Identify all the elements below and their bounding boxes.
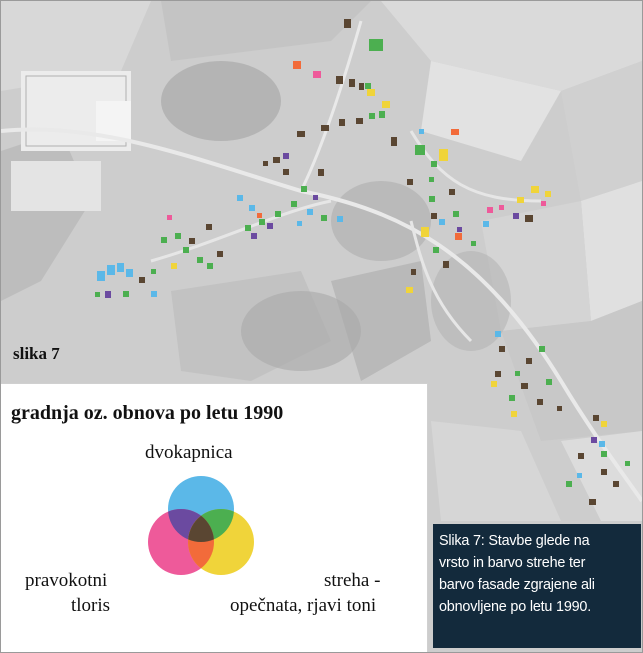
venn-label-roof-color-line1: streha - — [324, 570, 381, 591]
caption-line: obnovljene po letu 1990. — [439, 599, 592, 615]
venn-diagram — [148, 476, 254, 575]
building-markers — [95, 19, 630, 505]
legend-panel: gradnja oz. obnova po letu 1990 dvokapni… — [1, 383, 428, 652]
caption-line: vrsto in barvo strehe ter — [439, 555, 586, 571]
venn-label-roof-type: dvokapnica — [145, 442, 233, 463]
caption-line: Slika 7: Stavbe glede na — [439, 533, 590, 549]
venn-label-floorplan-line1: pravokotni — [25, 570, 108, 591]
caption-line: barvo fasade zgrajene ali — [439, 577, 595, 593]
legend-title: gradnja oz. obnova po letu 1990 — [11, 402, 284, 424]
caption-box: Slika 7: Stavbe glede na vrsto in barvo … — [433, 524, 641, 648]
venn-label-roof-color-line2: opečnata, rjavi toni — [230, 595, 377, 616]
figure-label: slika 7 — [13, 344, 60, 363]
venn-label-floorplan-line2: tloris — [71, 595, 111, 616]
venn-overlap-all — [188, 509, 214, 542]
